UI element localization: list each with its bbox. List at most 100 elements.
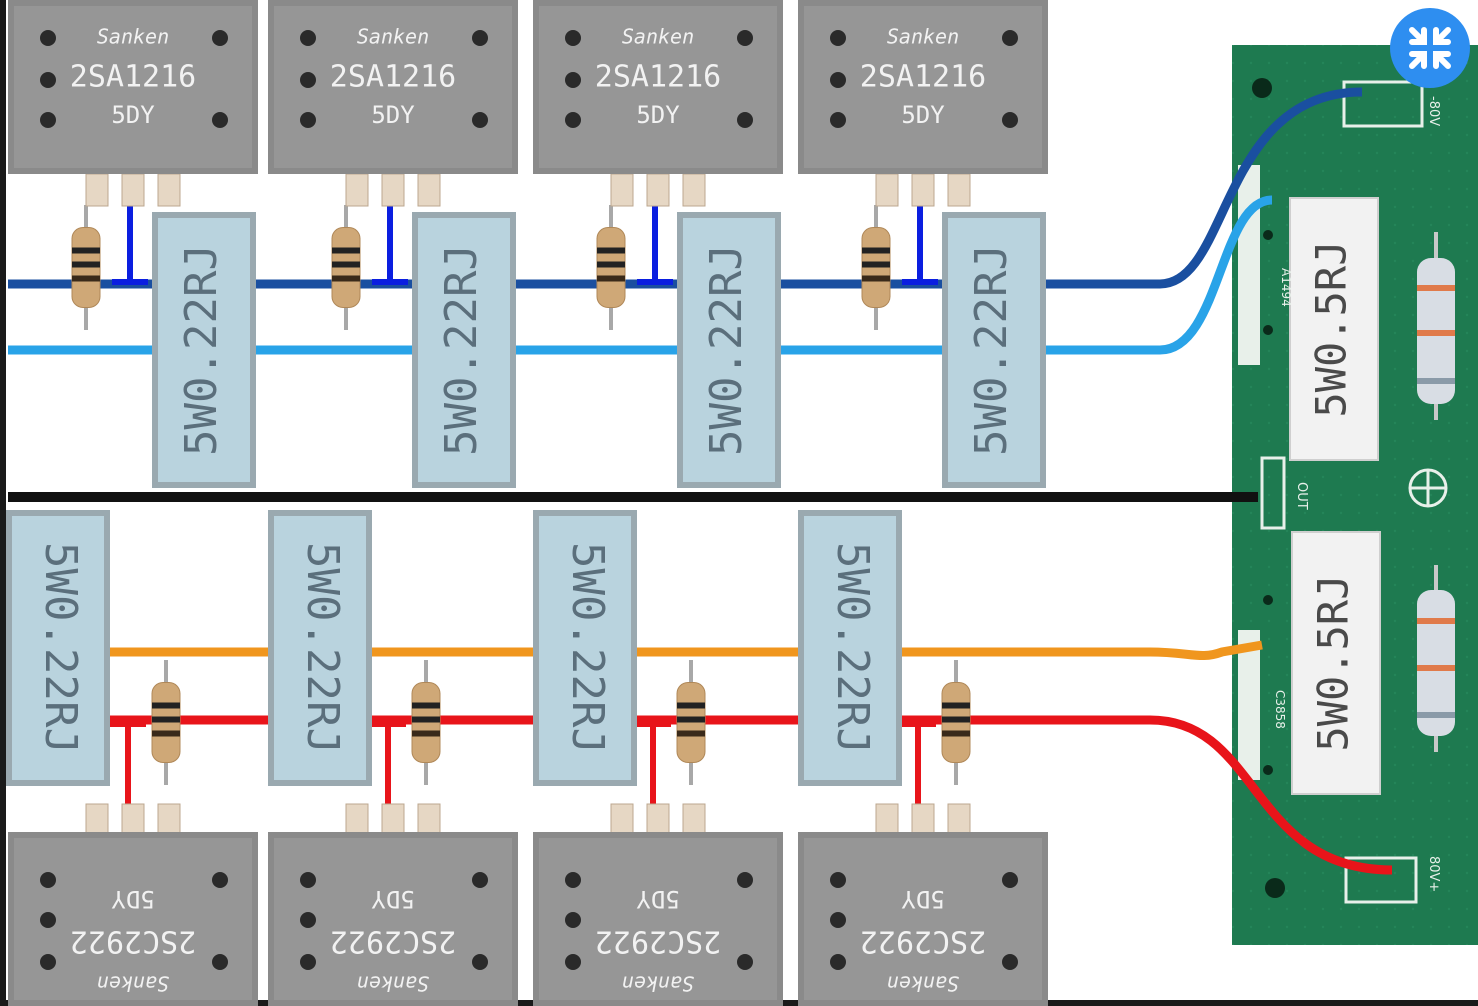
pcb-mount-hole-bottom <box>1265 878 1285 898</box>
silk-bottom-code: C3858 <box>1273 690 1287 729</box>
transistor-date-code: 5DY <box>636 885 680 913</box>
pcb-pad-pos-rail <box>1344 856 1418 904</box>
transistor-pin <box>875 173 899 207</box>
board-power-resistor-bottom: 5W0.5RJ <box>1291 531 1381 795</box>
collapse-button[interactable] <box>1390 8 1470 88</box>
pcb-silk-strip-top <box>1238 165 1260 365</box>
transistor-mount-hole <box>565 872 581 888</box>
transistor-mount-hole <box>830 30 846 46</box>
transistor-mount-hole <box>737 30 753 46</box>
transistor-mount-hole <box>40 912 56 928</box>
left-frame-border <box>0 0 6 1006</box>
emitter-power-resistor: 5W0.22RJ <box>152 212 256 488</box>
transistor-mount-hole <box>1002 954 1018 970</box>
transistor-brand: Sanken <box>357 972 429 996</box>
transistor-mount-hole <box>737 954 753 970</box>
resistor-band <box>942 702 970 709</box>
transistor-date-code: 5DY <box>901 885 945 913</box>
power-resistor-body <box>158 218 250 482</box>
transistor-mount-hole <box>40 872 56 888</box>
small-resistor <box>151 660 181 785</box>
wire-stub <box>900 721 936 812</box>
emitter-power-resistor: 5W0.22RJ <box>942 212 1046 488</box>
transistor-part-number: 2SC2922 <box>70 924 196 959</box>
pcb-pad-neg-rail <box>1342 80 1424 128</box>
resistor-band <box>862 261 890 268</box>
pcb-pad-out <box>1260 456 1286 530</box>
wire-stub <box>637 196 673 285</box>
board-resistor-label: 5W0.5RJ <box>1309 574 1358 751</box>
pcb-board: 5W0.5RJ 5W0.5RJ <box>1232 45 1478 945</box>
transistor-mount-hole <box>212 872 228 888</box>
resistor-band <box>72 275 100 282</box>
power-resistor-label: 5W0.22RJ <box>966 244 1017 456</box>
transistor-date-code: 5DY <box>371 885 415 913</box>
transistor-pin <box>682 803 706 837</box>
silk-neg-rail-label: -80V <box>1426 96 1441 126</box>
resistor-band <box>942 730 970 737</box>
transistor-mount-hole <box>830 954 846 970</box>
transistor-date-code: 5DY <box>111 101 155 129</box>
transistor-pin <box>682 173 706 207</box>
transistor-pin <box>417 173 441 207</box>
transistor-mount-hole <box>565 30 581 46</box>
emitter-power-resistor: 5W0.22RJ <box>798 510 902 786</box>
pcb-via <box>1263 230 1273 240</box>
transistor-pin <box>947 803 971 837</box>
collapse-arrows-icon <box>1409 27 1451 69</box>
transistor-mount-hole <box>300 954 316 970</box>
transistor-pin <box>417 803 441 837</box>
power-resistor-label: 5W0.22RJ <box>436 244 487 456</box>
resistor-band <box>597 247 625 254</box>
transistor-pin <box>121 803 145 837</box>
power-resistor-body <box>683 218 775 482</box>
resistor-band <box>597 275 625 282</box>
wire-stub <box>372 196 408 285</box>
transistor-mount-hole <box>212 112 228 128</box>
transistor-mount-hole <box>1002 112 1018 128</box>
pcb-silk-strip-bottom <box>1238 630 1260 780</box>
pcb-via <box>1263 325 1273 335</box>
transistor-mount-hole <box>830 112 846 128</box>
transistor-mount-hole <box>40 954 56 970</box>
resistor-band <box>862 275 890 282</box>
transistor-pin <box>610 803 634 837</box>
resistor-band <box>412 730 440 737</box>
wire-stub <box>110 721 146 812</box>
wire-red-bus <box>100 715 1393 875</box>
transistor-pin <box>85 803 109 837</box>
transistor-pin <box>646 173 670 207</box>
transistor-mount-hole <box>565 912 581 928</box>
transistor-mount-hole <box>472 872 488 888</box>
wire-orange-bus <box>100 640 1263 661</box>
resistor-band <box>152 730 180 737</box>
transistor-mount-hole <box>565 954 581 970</box>
small-resistor <box>331 205 361 330</box>
transistor-date-code: 5DY <box>636 101 680 129</box>
power-resistor-label: 5W0.22RJ <box>297 542 348 754</box>
power-resistor-body <box>948 218 1040 482</box>
transistor-mount-hole <box>300 872 316 888</box>
transistor-pin <box>85 173 109 207</box>
transistor-mount-hole <box>1002 872 1018 888</box>
transistor-pin <box>646 803 670 837</box>
transistor-mount-hole <box>830 912 846 928</box>
power-resistor-body <box>539 516 631 780</box>
power-resistor-body <box>274 516 366 780</box>
power-resistor-label: 5W0.22RJ <box>176 244 227 456</box>
transistor-mount-hole <box>737 112 753 128</box>
transistor-pin <box>911 173 935 207</box>
pcb-via <box>1263 595 1273 605</box>
transistor-mount-hole <box>737 872 753 888</box>
transistor-mount-hole <box>565 72 581 88</box>
transistor-mount-hole <box>212 954 228 970</box>
resistor-band <box>332 261 360 268</box>
transistor-mount-hole <box>472 112 488 128</box>
transistor-mount-hole <box>300 112 316 128</box>
resistor-band <box>677 702 705 709</box>
